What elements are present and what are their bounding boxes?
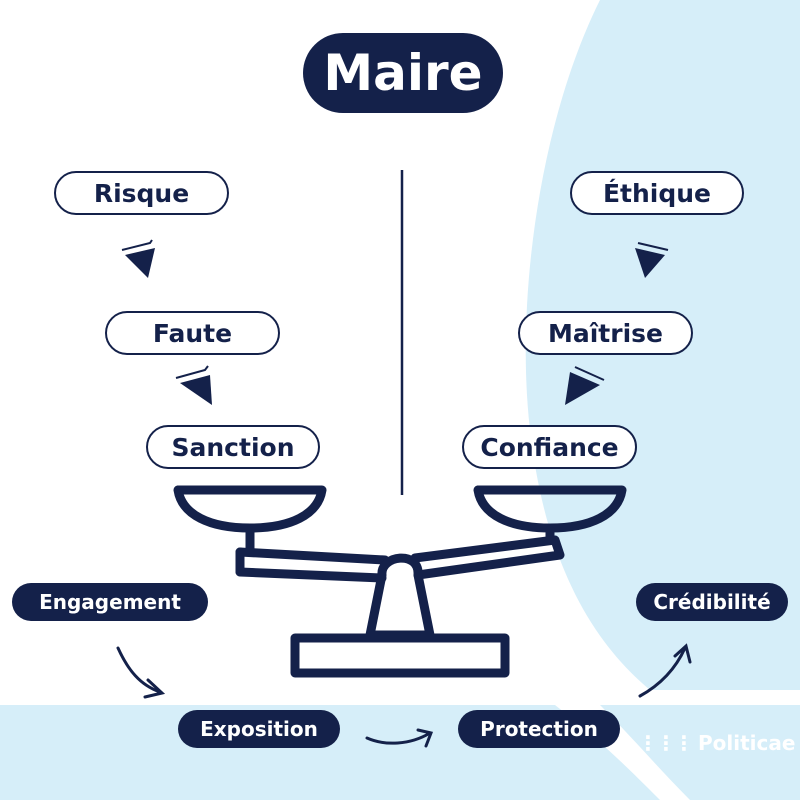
- balance-scale-icon: [173, 485, 627, 678]
- node-sanction: Sanction: [146, 425, 320, 469]
- logo-icon: ⋮⋮⋮: [638, 731, 694, 755]
- page-title: Maire: [303, 33, 503, 113]
- logo-text: Politicae: [698, 731, 796, 755]
- politicae-logo: ⋮⋮⋮ Politicae: [638, 731, 795, 755]
- node-credibilite: Crédibilité: [636, 583, 788, 621]
- node-risque: Risque: [54, 171, 229, 215]
- node-engagement: Engagement: [12, 583, 208, 621]
- node-maitrise: Maîtrise: [518, 311, 693, 355]
- node-exposition: Exposition: [178, 710, 340, 748]
- curved-arrow-icon: [116, 643, 692, 748]
- node-ethique: Éthique: [570, 171, 744, 215]
- node-protection: Protection: [458, 710, 620, 748]
- node-confiance: Confiance: [462, 425, 637, 469]
- arrow-icon: [121, 239, 669, 405]
- node-faute: Faute: [105, 311, 280, 355]
